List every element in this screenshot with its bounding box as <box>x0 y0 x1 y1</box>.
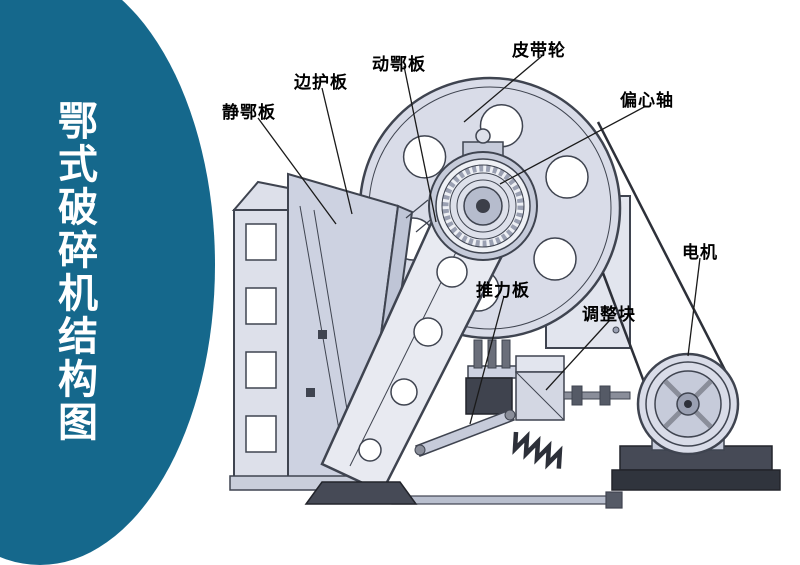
label-static-jaw-plate: 静鄂板 <box>222 103 276 122</box>
label-adjustment-block: 调整块 <box>582 305 636 324</box>
label-belt-pulley: 皮带轮 <box>512 41 566 60</box>
page-title: 鄂式破碎机结构图 <box>52 100 96 444</box>
jaw-crusher-diagram <box>229 55 781 509</box>
label-thrust-plate: 推力板 <box>476 281 530 300</box>
drive-belt <box>596 121 732 399</box>
motor-assembly <box>636 352 740 456</box>
leader-lines <box>257 55 701 425</box>
toggle-mechanism <box>391 339 631 509</box>
label-eccentric-shaft: 偏心轴 <box>620 91 674 110</box>
machine-bases <box>304 445 781 505</box>
label-movable-jaw-plate: 动鄂板 <box>372 55 426 74</box>
label-side-guard-plate: 边护板 <box>294 73 348 92</box>
label-motor: 电机 <box>682 243 718 262</box>
